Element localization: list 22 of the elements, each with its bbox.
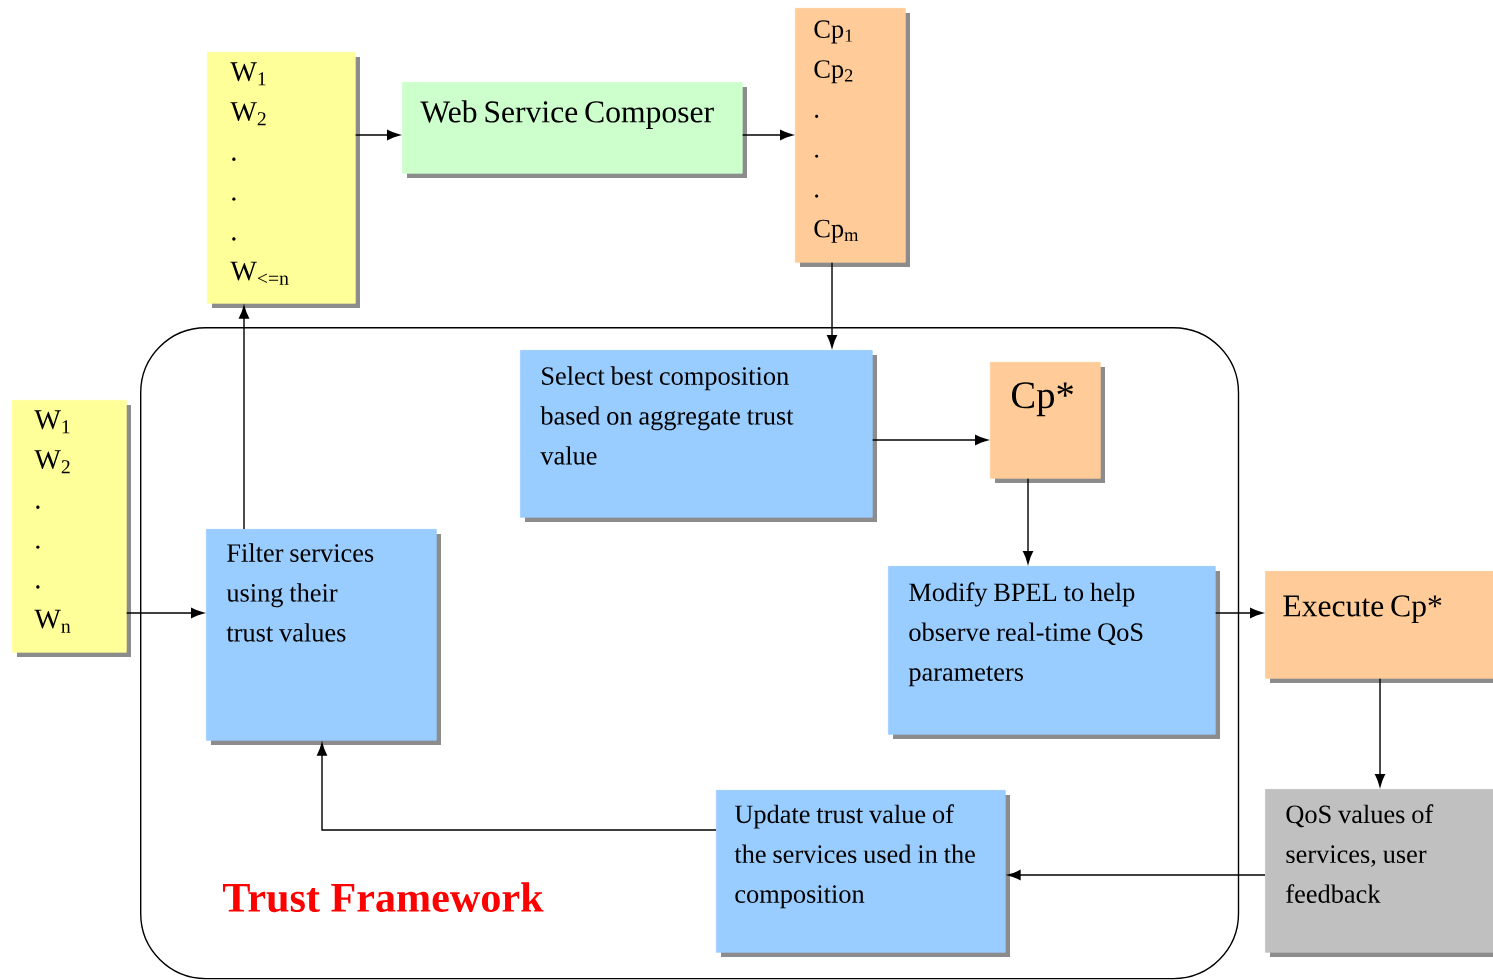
arrow [871, 435, 988, 445]
arrow [1023, 477, 1033, 564]
service-list-box: W$_{1}$ W$_{2}$ . . . W$_{n}$ [12, 400, 131, 657]
arrow [1007, 870, 1266, 880]
process-box: Update trust value of the services used in the composition [716, 790, 1010, 957]
process-box: Filter services using their trust values [206, 529, 441, 745]
process-box: Cp* [990, 362, 1105, 483]
process-box: Modify BPEL to help observe real-time QoS parameters [888, 566, 1220, 739]
process-box: Select best composition based on aggregate trust value [520, 350, 877, 522]
arrow [317, 742, 717, 831]
arrow [741, 130, 793, 140]
arrow [239, 305, 249, 530]
arrow [1375, 678, 1385, 787]
process-box: QoS values of services, user feedback [1265, 789, 1493, 957]
arrow [1214, 608, 1263, 618]
service-list-box: W$_{1}$ W$_{2}$ . . . W$_{<=n}$ [207, 52, 360, 308]
service-list-box: Cp$_{1}$ Cp$_{2}$ . . . Cp$_{m}$ [795, 8, 910, 267]
arrow [827, 261, 837, 348]
arrow [354, 130, 400, 140]
process-box: Execute Cp* [1265, 571, 1493, 683]
arrow [125, 608, 204, 618]
process-box: Web Service Composer [402, 82, 747, 178]
